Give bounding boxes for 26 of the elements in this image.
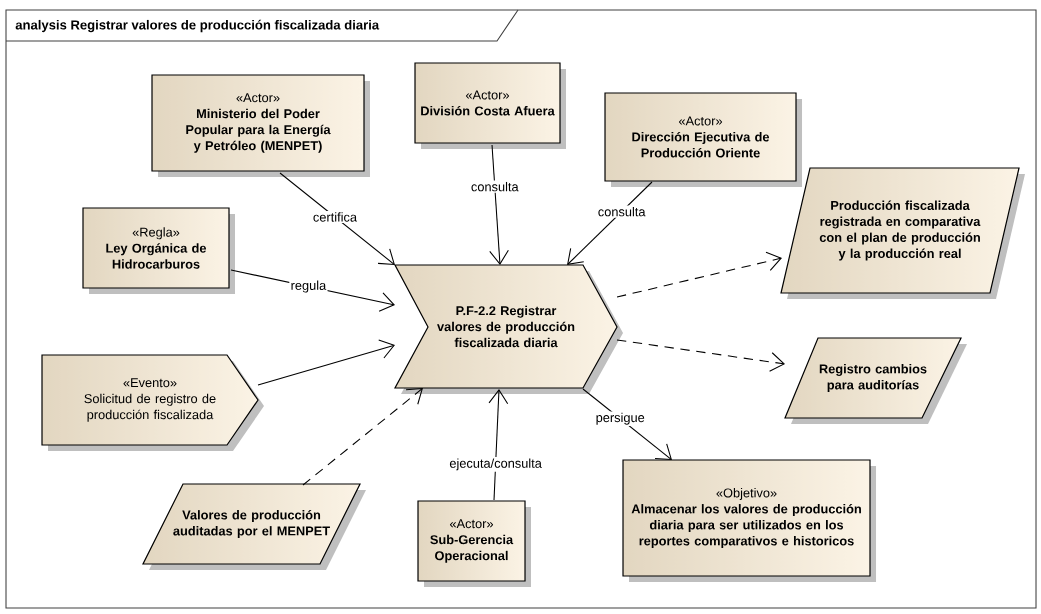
edge-label: ejecuta/consulta	[448, 457, 544, 472]
edge-label: consulta	[469, 180, 520, 193]
arrow	[257, 339, 395, 386]
actor-box: «Actor» División Costa Afuera	[414, 62, 566, 149]
goal-box: «Objetivo» Almacenar los valores de producción diaria para ser utilizados en los reportes comparativos e historicos	[622, 459, 876, 582]
rule-box: «Regla» Ley Orgánica de Hidrocarburos	[82, 207, 235, 294]
edge-label: regula	[289, 279, 328, 294]
title-tab: analysis Registrar valores de producción fiscalizada diaria	[5, 9, 519, 42]
actor-box: «Actor» Dirección Ejecutiva de Producción Oriente	[604, 92, 802, 187]
arrow	[489, 144, 509, 266]
process-chevron: P.F-2.2 Registrar valores de producción fiscalizada diaria	[394, 264, 623, 394]
arrow	[302, 388, 423, 486]
information-parallelogram: Producción fiscalizada registrada en comparativa con el plan de producción y la producción real	[780, 167, 1025, 299]
arrow	[616, 339, 785, 372]
edge-label: persigue	[594, 411, 647, 426]
edge-label: consulta	[596, 205, 647, 218]
arrow	[488, 389, 509, 501]
information-parallelogram: Registro cambios para auditorías	[784, 337, 967, 424]
arrow	[616, 251, 782, 298]
actor-box: «Actor» Sub-Gerencia Operacional	[417, 500, 531, 587]
event-pentagon: «Evento» Solicitud de registro de producción fiscalizada	[41, 354, 264, 451]
arrow	[567, 181, 653, 266]
actor-box: «Actor» Ministerio del Poder Popular para la Energía y Petróleo (MENPET)	[151, 74, 370, 177]
edge-label: certifica	[311, 210, 359, 223]
arrow	[279, 172, 395, 266]
information-parallelogram: Valores de producción auditadas por el MENPET	[142, 483, 366, 570]
